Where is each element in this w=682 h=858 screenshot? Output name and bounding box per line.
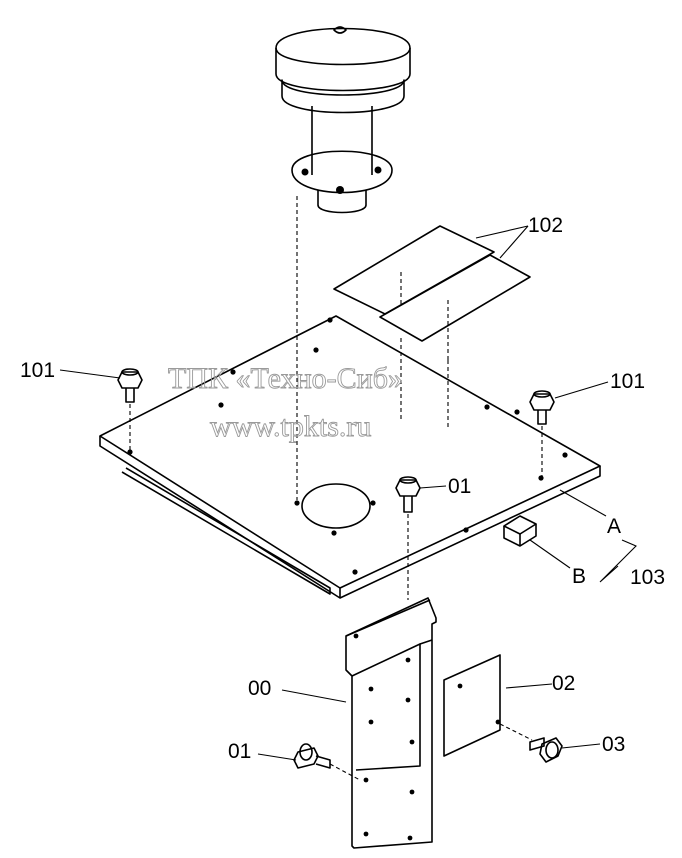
bracket-00: [345, 597, 437, 849]
leader-03: [561, 743, 601, 749]
cover-plates: [333, 225, 531, 360]
bolt-03: [499, 723, 563, 763]
leader-02: [505, 683, 553, 689]
label-103: 103: [630, 566, 665, 589]
label-101-left: 101: [20, 359, 55, 382]
label-a: A: [607, 515, 621, 538]
air-cleaner-cap: [275, 26, 411, 214]
leader-00: [281, 689, 347, 703]
leader-01-center: [419, 485, 447, 489]
spacer-block: [503, 515, 537, 547]
main-plate: [99, 315, 601, 599]
label-00: 00: [248, 677, 271, 700]
leader-01-lower: [257, 753, 297, 761]
leader-101-left: [59, 369, 121, 379]
watermark-line2: www.tpkts.ru: [210, 410, 371, 443]
label-102: 102: [528, 214, 563, 237]
label-01-lower: 01: [228, 740, 251, 763]
label-01-center: 01: [448, 475, 471, 498]
label-b: B: [572, 565, 586, 588]
label-03: 03: [602, 733, 625, 756]
bolt-01-lower: [293, 743, 361, 781]
bolt-01-center: [395, 476, 421, 600]
leader-102a: [475, 225, 529, 239]
label-101-right: 101: [610, 370, 645, 393]
plate-02: [443, 654, 501, 757]
bolt-101-left: [117, 368, 143, 452]
leader-101-right: [554, 381, 609, 399]
leader-102b: [499, 225, 529, 259]
leader-b: [529, 539, 571, 569]
bracket-103: [599, 539, 637, 583]
watermark-line1: ТПК «Техно-Сиб»: [168, 362, 403, 395]
label-02: 02: [552, 672, 575, 695]
bolt-101-right: [529, 390, 555, 478]
leader-a: [559, 489, 607, 517]
